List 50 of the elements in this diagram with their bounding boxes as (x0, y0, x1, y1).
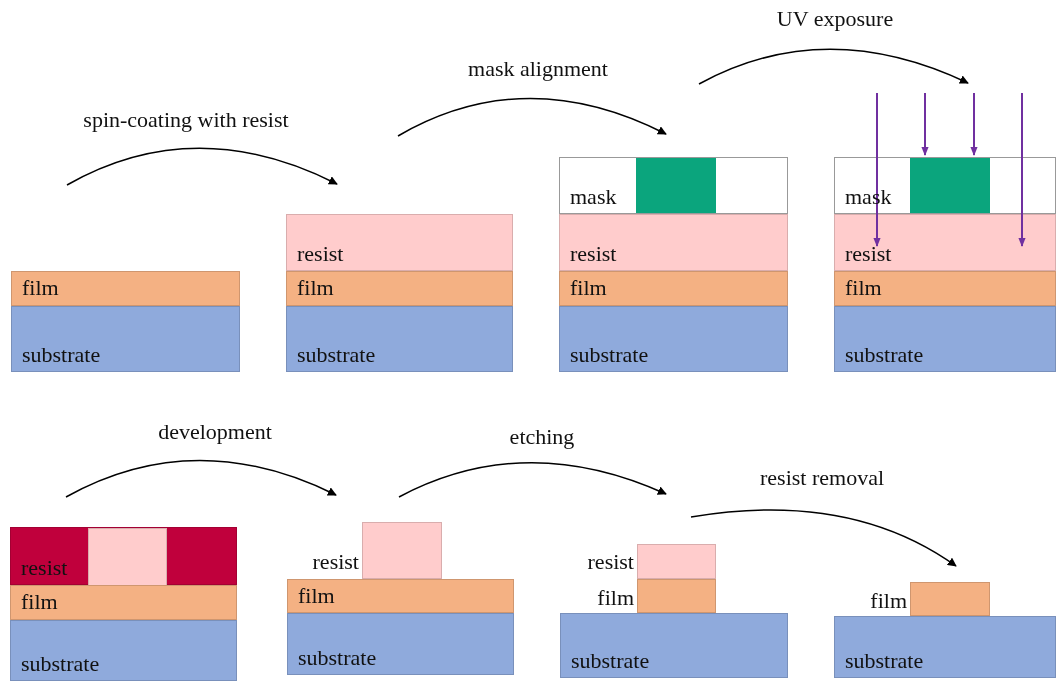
layer-label: substrate (21, 651, 100, 676)
substrate-layer (834, 616, 1056, 678)
resist-layer (10, 527, 237, 585)
layer-label: film (297, 276, 334, 301)
resist-layer (88, 528, 167, 586)
resist-layer (286, 214, 513, 271)
substrate-layer (559, 306, 788, 372)
layer-label: resist (570, 241, 617, 266)
substrate-layer (286, 306, 513, 372)
layer-label: film (22, 276, 59, 301)
layer-label: mask (570, 184, 617, 209)
layer-label: substrate (845, 342, 924, 367)
layer-label: substrate (570, 342, 649, 367)
film-layer (287, 579, 514, 613)
layer-label: film (845, 276, 882, 301)
layer-label: resist (297, 241, 344, 266)
film-layer (834, 271, 1056, 306)
process-arrow (65, 459, 337, 498)
resist-layer (834, 214, 1056, 271)
process-arrow (690, 509, 957, 567)
film-layer (10, 585, 237, 620)
substrate-layer (287, 613, 514, 675)
layer-label: substrate (571, 648, 650, 673)
substrate-layer (560, 613, 788, 678)
layer-label: resist (587, 549, 634, 574)
substrate-layer (11, 306, 240, 372)
layer-label: substrate (845, 648, 924, 673)
process-arrow (397, 97, 667, 137)
mask-plate (559, 157, 788, 214)
layer-label: substrate (22, 342, 101, 367)
layer-label: film (21, 590, 58, 615)
layer-label: resist (21, 555, 68, 580)
substrate-layer (834, 306, 1056, 372)
layer-label: film (597, 585, 634, 610)
resist-layer (559, 214, 788, 271)
layer-label: resist (845, 241, 892, 266)
film-layer (286, 271, 513, 306)
process-arrow (398, 462, 667, 498)
layer-label: substrate (298, 645, 377, 670)
layer-label: substrate (297, 342, 376, 367)
process-arrow (698, 48, 969, 85)
process-arrow (66, 147, 338, 186)
layer-label: film (570, 276, 607, 301)
film-layer (11, 271, 240, 306)
mask-plate (834, 157, 1056, 214)
substrate-layer (10, 620, 237, 681)
layer-label: resist (312, 549, 359, 574)
layer-label: film (298, 583, 335, 609)
film-layer (559, 271, 788, 306)
layer-label: film (870, 588, 907, 613)
